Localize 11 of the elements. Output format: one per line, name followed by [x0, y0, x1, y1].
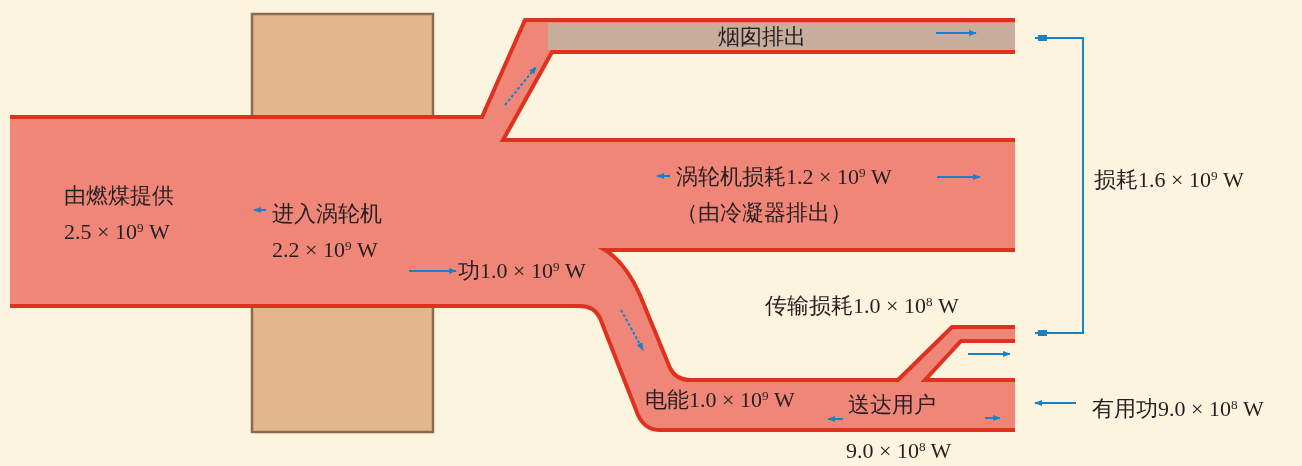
value-label: 电能1.0 × 10$^{9}$ W	[645, 387, 795, 413]
value-label: 进入涡轮机 2.2 × 10$^{9}$ W	[272, 200, 382, 264]
value-label: 功1.0 × 10$^{9}$ W	[458, 258, 586, 284]
value-label: 由燃煤提供 2.5 × 10$^{9}$ W	[64, 182, 174, 246]
value-label: 送达用户	[848, 392, 936, 418]
value-label: 9.0 × 10$^{8}$ W	[846, 438, 952, 464]
value-label: 有用功9.0 × 10$^{8}$ W	[1092, 396, 1264, 422]
value-label: 烟囱排出	[718, 24, 806, 50]
value-label: 损耗1.6 × 10$^{9}$ W	[1094, 167, 1244, 193]
value-label: 传输损耗1.0 × 10$^{8}$ W	[765, 293, 959, 319]
value-label: 涡轮机损耗1.2 × 10$^{9}$ W （由冷凝器排出）	[676, 163, 892, 227]
